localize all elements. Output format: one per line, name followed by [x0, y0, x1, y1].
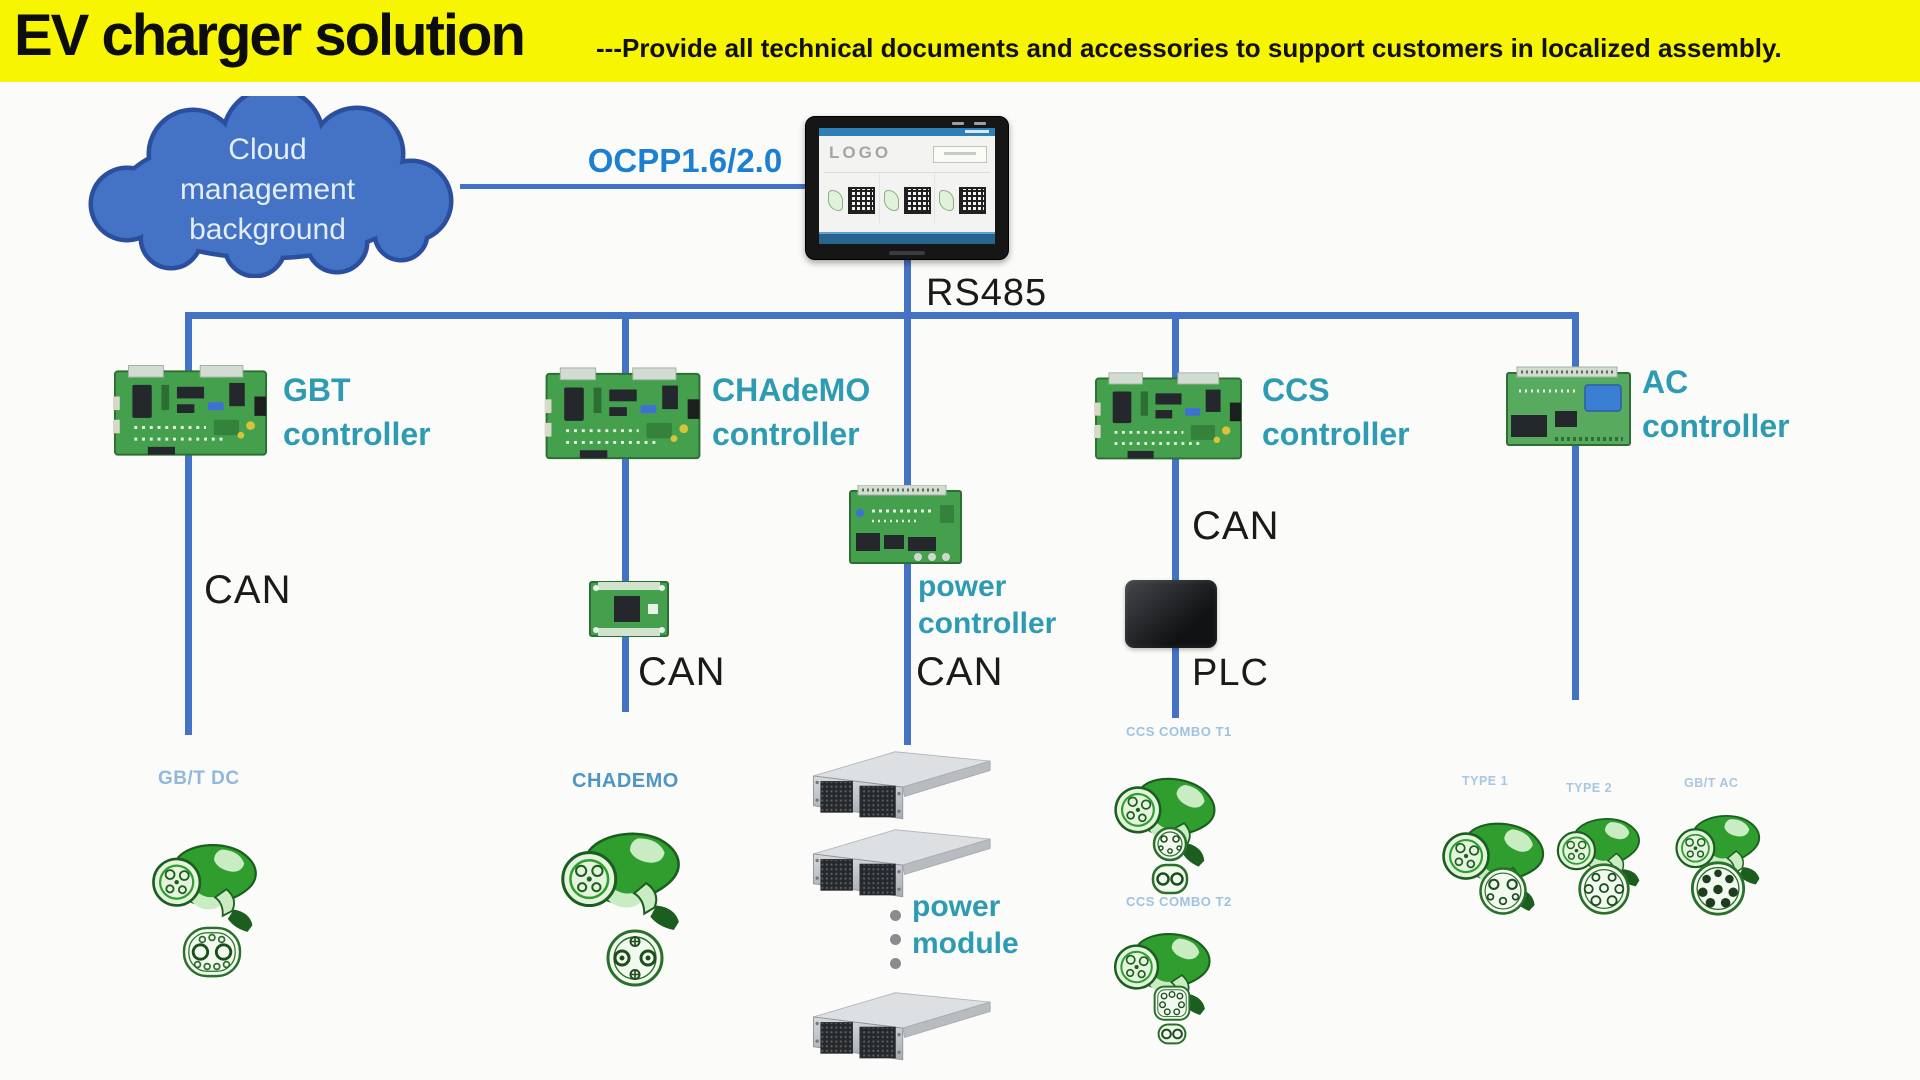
power-controller-board [848, 485, 963, 567]
hmi-logo: LOGO [829, 143, 892, 162]
leaf-icon [939, 189, 955, 211]
chademo-controller-label: CHAdeMO controller [712, 368, 870, 456]
hmi-bezel-mark [952, 122, 964, 125]
ccs-combo-t2-socket-icon [1146, 985, 1198, 1045]
hmi-header-button [933, 146, 987, 163]
ac-controller-label-line1: AC [1642, 364, 1689, 400]
hmi-charge-option-3 [935, 173, 990, 223]
page-subtitle: ---Provide all technical documents and a… [596, 33, 1782, 63]
type2-connector-label: TYPE 2 [1566, 781, 1613, 795]
power-module-unit-1 [806, 742, 992, 822]
gbt-controller-label-line1: GBT [283, 372, 351, 408]
hmi-footer-bar [819, 232, 995, 244]
ac-controller-board [1505, 363, 1632, 451]
hmi-content-row [824, 172, 990, 223]
ocpp-protocol-label: OCPP1.6/2.0 [587, 142, 783, 179]
rs485-protocol-label: RS485 [926, 272, 1048, 314]
bus-line [185, 312, 1579, 319]
can-label-gbt: CAN [204, 568, 292, 612]
ccs-controller-board [1092, 371, 1245, 464]
hmi-brand-mark [889, 251, 925, 255]
power-controller-label-line1: power [918, 570, 1007, 603]
gbt-dc-socket-icon [180, 925, 244, 979]
hmi-status-text-mark [965, 130, 989, 133]
can-adapter-board [588, 578, 670, 640]
power-controller-label: power controller [918, 568, 1056, 642]
ccs-combo-t2-label: CCS COMBO T2 [1126, 894, 1232, 909]
type2-socket-icon [1576, 862, 1632, 916]
gbt-dc-charging-gun-icon [146, 824, 278, 940]
header-banner: EV charger solution ---Provide all techn… [0, 0, 1920, 82]
page-title: EV charger solution [14, 3, 526, 68]
ac-controller-label-line2: controller [1642, 408, 1790, 444]
ccs-controller-label-line1: CCS [1262, 372, 1330, 408]
type1-connector-label: TYPE 1 [1462, 774, 1509, 788]
ac-controller-label: AC controller [1642, 360, 1790, 448]
ccs-controller-label: CCS controller [1262, 368, 1410, 456]
gbt-ac-connector-label: GB/T AC [1684, 776, 1739, 790]
ccs-branch-line [1172, 312, 1179, 718]
chademo-controller-board [543, 366, 703, 464]
ccs-controller-label-line2: controller [1262, 416, 1410, 452]
chademo-socket-icon [605, 928, 665, 988]
qr-code-icon [959, 186, 987, 214]
cloud-label: Cloud management background [75, 130, 460, 250]
plc-module [1125, 580, 1217, 648]
power-controller-label-line2: controller [918, 607, 1057, 640]
can-label-chademo: CAN [638, 650, 726, 694]
chademo-controller-label-line2: controller [712, 416, 860, 452]
chademo-charging-gun-icon [545, 820, 715, 932]
leaf-icon [827, 189, 843, 211]
gbt-branch-line [185, 312, 192, 735]
hmi-header-button-text-mark [944, 152, 976, 155]
gbt-controller-label: GBT controller [283, 368, 431, 456]
cloud-hmi-link-line [460, 184, 807, 189]
module-ellipsis-dots [890, 910, 901, 969]
cloud-label-line3: background [189, 213, 346, 246]
hmi-screen: LOGO [819, 128, 995, 244]
ccs-combo-t1-socket-icon [1146, 825, 1194, 897]
cloud-label-line2: management [179, 173, 356, 206]
chademo-controller-label-line1: CHAdeMO [712, 372, 871, 408]
power-module-label: power module [912, 888, 1019, 962]
gbt-controller-label-line2: controller [283, 416, 431, 452]
can-label-power: CAN [916, 650, 1004, 694]
cloud-icon [88, 96, 454, 278]
power-module-label-line2: module [912, 927, 1019, 960]
hmi-charge-option-1 [824, 173, 880, 223]
plc-label: PLC [1192, 652, 1269, 694]
can-label-ccs: CAN [1192, 504, 1280, 548]
ccs-combo-t1-label: CCS COMBO T1 [1126, 724, 1232, 739]
gbt-ac-socket-icon [1688, 860, 1748, 917]
power-module-unit-3 [806, 983, 992, 1063]
chademo-branch-line [622, 312, 629, 712]
ac-branch-line [1572, 312, 1579, 700]
type1-socket-icon [1478, 866, 1528, 916]
hmi-status-bar [819, 128, 995, 136]
hmi-bezel-mark [974, 122, 986, 125]
gbt-controller-board [113, 363, 268, 461]
leaf-icon [883, 189, 899, 211]
chademo-connector-label: CHADEMO [572, 770, 679, 792]
qr-code-icon [903, 186, 931, 214]
qr-code-icon [847, 186, 875, 214]
hmi-display: LOGO [805, 116, 1009, 260]
hmi-charge-option-2 [880, 173, 936, 223]
power-module-label-line1: power [912, 890, 1001, 923]
gbt-dc-connector-label: GB/T DC [158, 768, 240, 789]
cloud-label-line1: Cloud [228, 133, 307, 166]
